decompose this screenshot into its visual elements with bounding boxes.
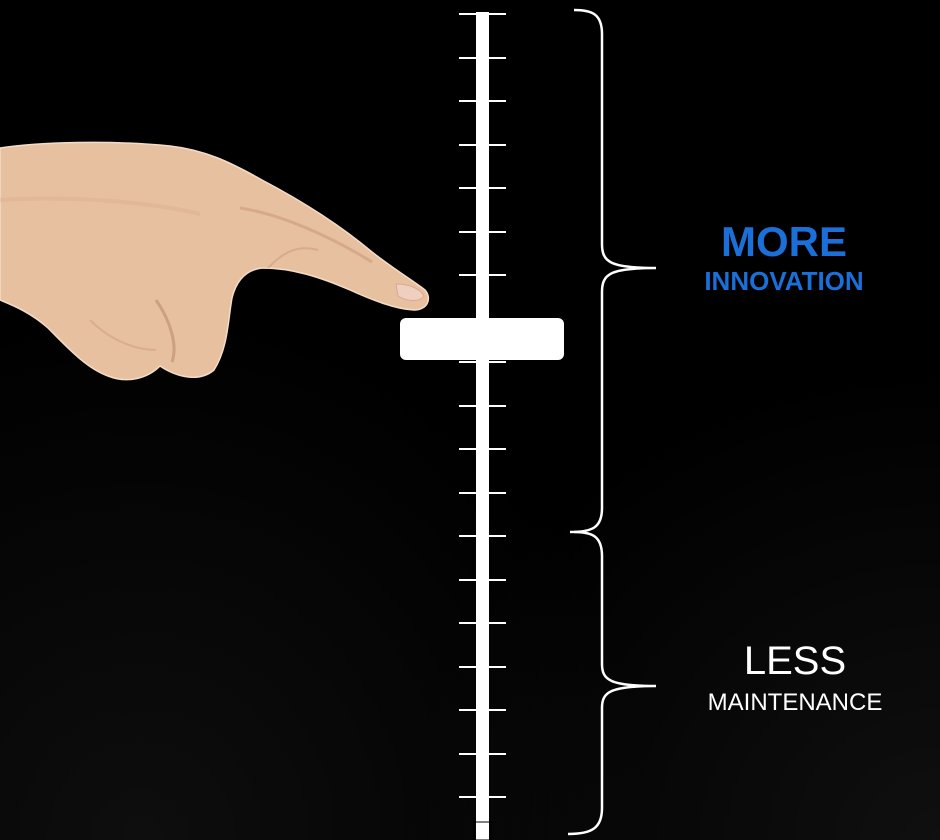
more-innovation-label: MORE INNOVATION: [664, 218, 904, 297]
upper-brace: [569, 8, 657, 534]
more-title: MORE: [721, 218, 847, 265]
maintenance-subtitle: MAINTENANCE: [707, 689, 883, 716]
fader-track-end: [473, 821, 492, 840]
fader-track: [476, 12, 489, 840]
innovation-subtitle: INNOVATION: [704, 266, 864, 297]
less-maintenance-label: LESS MAINTENANCE: [650, 640, 940, 715]
hand-pointing-icon: [0, 141, 430, 381]
lower-brace: [567, 530, 657, 836]
fader-handle[interactable]: [400, 318, 564, 360]
less-title: LESS: [743, 639, 847, 683]
